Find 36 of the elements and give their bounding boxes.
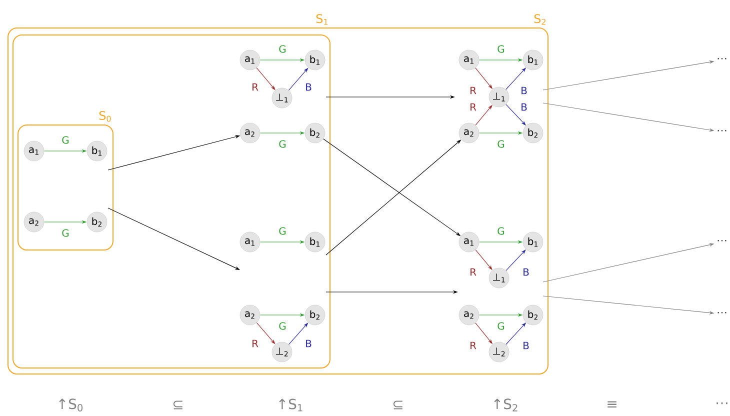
sequence-label: ↑S$_{0}$ [59, 398, 83, 412]
ellipsis-text: ⋯ [718, 58, 726, 60]
edge-label: R [470, 342, 476, 350]
edge-label: B [524, 268, 529, 276]
sequence-label: ↑S$_{2}$ [494, 398, 518, 412]
edge-label: R [470, 268, 476, 276]
ellipsis-text: ⋯ [718, 130, 726, 132]
sequence-label: ⊆ [173, 400, 182, 410]
sequence-label: ≡ [608, 401, 616, 408]
set-label: S$_{2}$ [534, 14, 546, 25]
edge-label: B [306, 83, 312, 91]
edge-label: R [470, 103, 476, 111]
edge-label: R [252, 340, 258, 348]
edge-label: R [470, 86, 476, 94]
set-label: S$_{1}$ [316, 14, 328, 25]
ellipsis-text: ⋯ [718, 312, 726, 314]
edge-label: R [252, 83, 258, 91]
edge-label: G [279, 322, 286, 330]
edge-label: B [524, 342, 529, 350]
edge-label: G [498, 227, 504, 235]
sequence-label: ↑S$_{1}$ [279, 398, 302, 412]
edge-label: B [522, 86, 527, 94]
edge-label: B [306, 340, 312, 348]
set-label: S$_{0}$ [99, 110, 111, 122]
edge-label: B [522, 103, 527, 111]
edge-label: G [279, 227, 286, 235]
sequence-label: ⋯ [716, 402, 728, 404]
edge-label: G [279, 45, 286, 53]
edge-label: G [62, 229, 69, 237]
edge-label: G [498, 140, 504, 148]
edge-label: G [279, 140, 286, 148]
ellipsis-text: ⋯ [718, 240, 726, 242]
edge-label: G [498, 322, 504, 330]
edge-label: G [62, 136, 69, 144]
sequence-label: ⊆ [393, 400, 402, 410]
edge-label: G [498, 45, 504, 53]
